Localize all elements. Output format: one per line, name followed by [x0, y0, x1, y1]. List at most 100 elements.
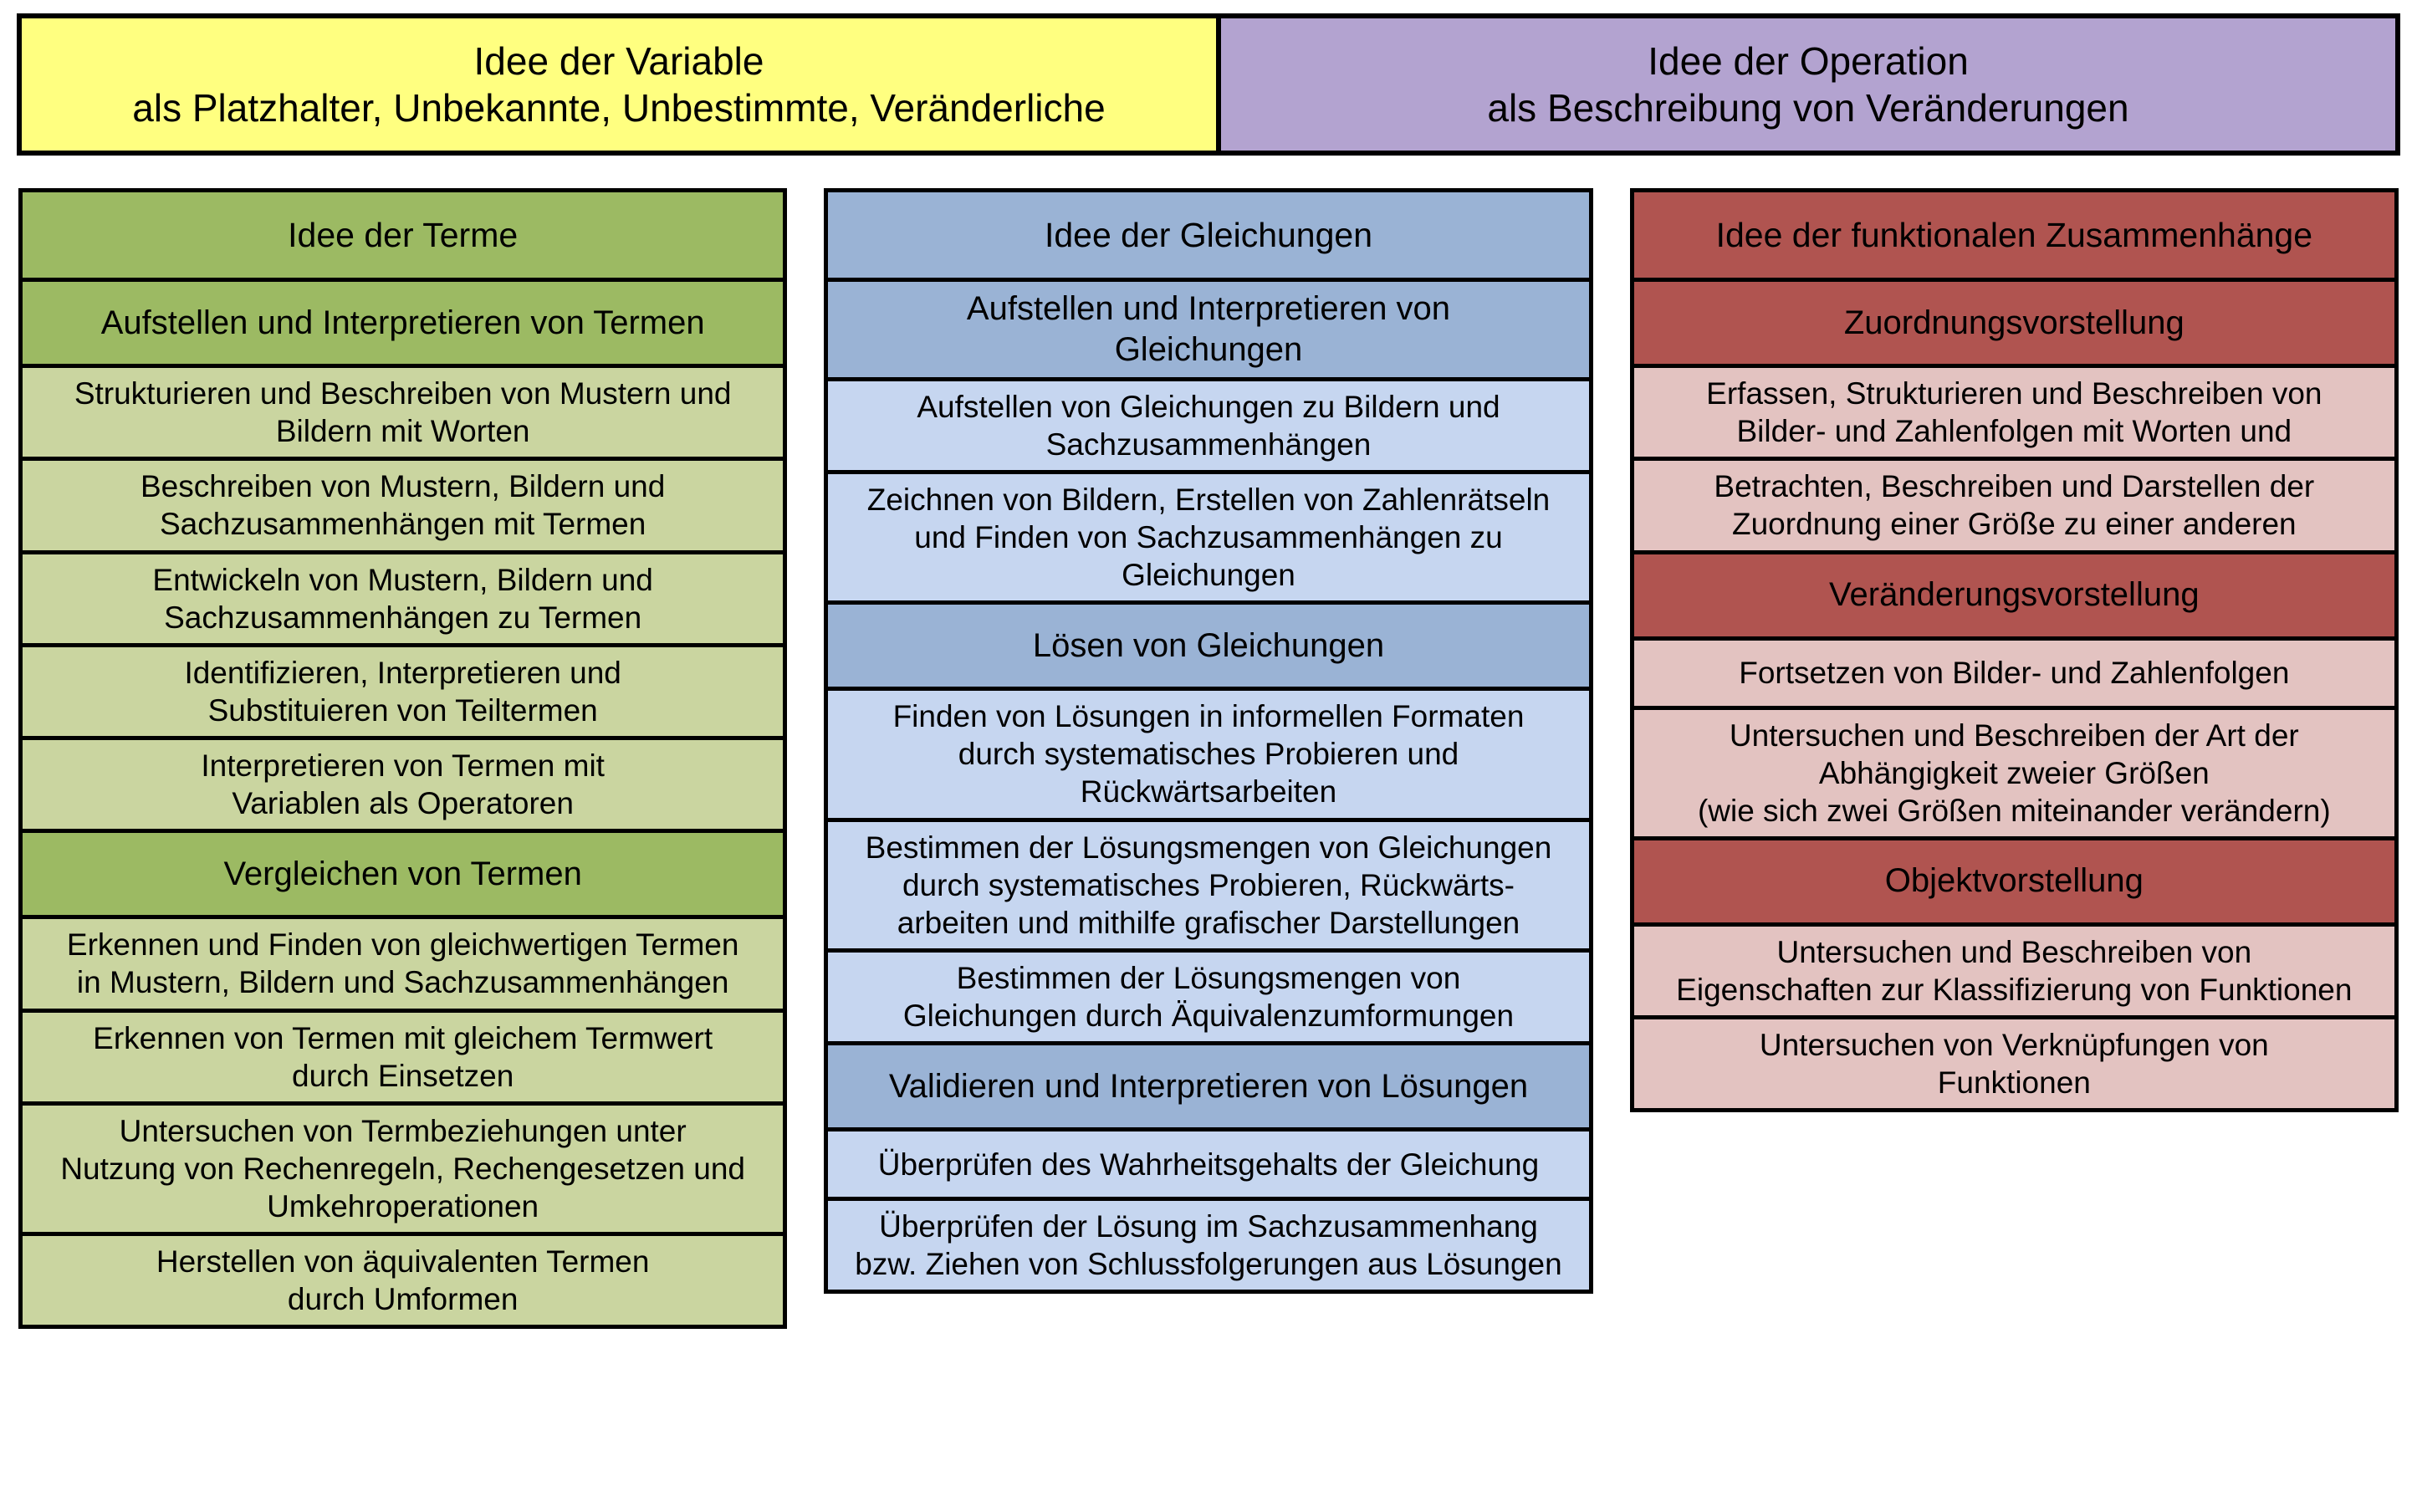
header-variable-title: Idee der Variable — [473, 38, 764, 83]
competency-line: Eigenschaften zur Klassifizierung von Fu… — [1676, 973, 2353, 1007]
competency-line: Herstellen von äquivalenten Termen — [156, 1244, 650, 1280]
competency-line: Aufstellen von Gleichungen zu Bildern un… — [917, 389, 1500, 424]
group-header-line: Zuordnungsvorstellung — [1843, 304, 2184, 341]
competency-line: Erkennen von Termen mit gleichem Termwer… — [93, 1020, 713, 1055]
competency-line: Strukturieren und Beschreiben von Muster… — [74, 376, 732, 411]
competency-line: arbeiten und mithilfe grafischer Darstel… — [897, 905, 1520, 940]
competency-line: (wie sich zwei Größen miteinander veränd… — [1697, 793, 2331, 828]
competency-box: Fortsetzen von Bilder- und Zahlenfolgen — [1629, 636, 2399, 710]
column-title-gleichungen: Idee der Gleichungen — [824, 188, 1593, 282]
competency-line: Bilder- und Zahlenfolgen mit Worten und — [1736, 414, 2292, 449]
competency-line: Funktionen — [1937, 1065, 2091, 1101]
header-variable-subtitle: als Platzhalter, Unbekannte, Unbestimmte… — [132, 86, 1106, 130]
column-title-terme: Idee der Terme — [18, 188, 788, 282]
competency-line: Beschreiben von Mustern, Bildern und — [141, 469, 666, 504]
header-operation-title: Idee der Operation — [1648, 38, 1969, 83]
competency-line: Identifizieren, Interpretieren und — [184, 655, 621, 690]
header-idee-der-operation: Idee der Operation als Beschreibung von … — [1221, 13, 2400, 156]
competency-line: Zuordnung einer Größe zu einer anderen — [1732, 507, 2297, 542]
column-idee-der-funktionalen-zusammenhaenge: Idee der funktionalen Zusammenhänge Zuor… — [1629, 188, 2399, 1329]
competency-line: Bestimmen der Lösungsmengen von Gleichun… — [865, 830, 1552, 865]
groups-terme: Aufstellen und Interpretieren von Termen… — [18, 278, 788, 1330]
group-header-line: Objektvorstellung — [1884, 862, 2144, 900]
competency-line: Sachzusammenhängen zu Termen — [164, 600, 642, 635]
competency-line: Untersuchen von Termbeziehungen unter — [119, 1113, 687, 1148]
competency-box: Bestimmen der Lösungsmengen von Gleichun… — [824, 817, 1593, 953]
competency-box: Erkennen von Termen mit gleichem Termwer… — [18, 1008, 788, 1106]
competency-line: Umkehroperationen — [267, 1189, 539, 1223]
group-header: Vergleichen von Termen — [18, 829, 788, 920]
competency-box: Strukturieren und Beschreiben von Muster… — [18, 364, 788, 462]
group-header: Objektvorstellung — [1629, 835, 2399, 927]
competency-line: Bildern mit Worten — [275, 414, 530, 449]
competency-box: Aufstellen von Gleichungen zu Bildern un… — [824, 376, 1593, 474]
group-header-line: Aufstellen und Interpretieren von Termen — [100, 304, 705, 341]
competency-line: Untersuchen und Beschreiben der Art der — [1729, 718, 2299, 753]
competency-line: durch Umformen — [287, 1282, 519, 1317]
competency-line: durch systematisches Probieren, Rückwärt… — [902, 867, 1515, 902]
competency-box: Überprüfen des Wahrheitsgehalts der Glei… — [824, 1127, 1593, 1202]
header-operation-subtitle: als Beschreibung von Veränderungen — [1487, 86, 2129, 130]
competency-line: Untersuchen und Beschreiben von — [1776, 934, 2252, 969]
competency-line: Interpretieren von Termen mit — [201, 748, 605, 783]
competency-line: in Mustern, Bildern und Sachzusammenhäng… — [76, 965, 729, 1000]
competency-line: Sachzusammenhängen mit Termen — [159, 507, 646, 542]
competency-line: Erfassen, Strukturieren und Beschreiben … — [1706, 376, 2322, 411]
competency-line: Substituieren von Teiltermen — [207, 692, 598, 728]
competency-box: Zeichnen von Bildern, Erstellen von Zahl… — [824, 469, 1593, 605]
group-header-line: Aufstellen und Interpretieren von — [966, 290, 1451, 327]
group-header: Aufstellen und Interpretieren von Termen — [18, 278, 788, 368]
competency-line: bzw. Ziehen von Schlussfolgerungen aus L… — [855, 1247, 1562, 1282]
competency-line: Zeichnen von Bildern, Erstellen von Zahl… — [866, 482, 1551, 517]
competency-line: Gleichungen — [1122, 558, 1295, 593]
column-idee-der-gleichungen: Idee der Gleichungen Aufstellen und Inte… — [824, 188, 1593, 1329]
competency-line: Untersuchen von Verknüpfungen von — [1759, 1028, 2269, 1063]
competency-line: Erkennen und Finden von gleichwertigen T… — [66, 927, 739, 963]
competency-line: durch Einsetzen — [292, 1058, 514, 1093]
competency-box: Betrachten, Beschreiben und Darstellen d… — [1629, 457, 2399, 554]
competency-box: Erkennen und Finden von gleichwertigen T… — [18, 915, 788, 1013]
group-header-line: Vergleichen von Termen — [223, 855, 582, 892]
header-band: Idee der Variable als Platzhalter, Unbek… — [17, 13, 2400, 156]
competency-line: Finden von Lösungen in informellen Forma… — [892, 699, 1525, 734]
competency-box: Finden von Lösungen in informellen Forma… — [824, 687, 1593, 822]
group-header: Zuordnungsvorstellung — [1629, 278, 2399, 368]
competency-line: Rückwärtsarbeiten — [1080, 774, 1337, 810]
group-header-line: Veränderungsvorstellung — [1829, 576, 2200, 614]
competency-line: Variablen als Operatoren — [232, 786, 574, 821]
header-idee-der-variable: Idee der Variable als Platzhalter, Unbek… — [17, 13, 1221, 156]
competency-line: und Finden von Sachzusammenhängen zu — [914, 519, 1503, 554]
competency-box: Überprüfen der Lösung im Sachzusammenhan… — [824, 1197, 1593, 1295]
column-idee-der-terme: Idee der Terme Aufstellen und Interpreti… — [18, 188, 788, 1330]
group-header: Lösen von Gleichungen — [824, 600, 1593, 692]
group-header: Validieren und Interpretieren von Lösung… — [824, 1041, 1593, 1132]
competency-line: Gleichungen durch Äquivalenzumformungen — [902, 999, 1515, 1034]
competency-line: Überprüfen der Lösung im Sachzusammenhan… — [879, 1209, 1538, 1244]
competency-line: Fortsetzen von Bilder- und Zahlenfolgen — [1739, 655, 2290, 690]
columns-container: Idee der Terme Aufstellen und Interpreti… — [0, 188, 2417, 1330]
competency-box: Erfassen, Strukturieren und Beschreiben … — [1629, 364, 2399, 462]
competency-line: durch systematisches Probieren und — [958, 737, 1459, 772]
group-header-line: Lösen von Gleichungen — [1032, 626, 1385, 664]
competency-line: Sachzusammenhängen — [1045, 427, 1372, 462]
competency-line: Abhängigkeit zweier Größen — [1818, 755, 2210, 790]
group-header-line: Validieren und Interpretieren von Lösung… — [888, 1067, 1529, 1105]
competency-line: Nutzung von Rechenregeln, Rechengesetzen… — [60, 1151, 745, 1186]
competency-line: Überprüfen des Wahrheitsgehalts der Glei… — [877, 1147, 1540, 1182]
group-header-line: Gleichungen — [1114, 330, 1303, 368]
column-title-funktionen: Idee der funktionalen Zusammenhänge — [1629, 188, 2399, 282]
